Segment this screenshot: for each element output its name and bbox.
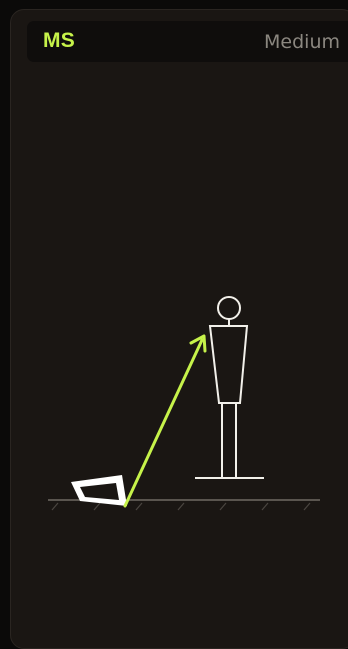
camera-icon: [71, 475, 127, 506]
shot-direction-arrow: [125, 336, 205, 506]
person-icon: [195, 297, 264, 478]
shot-diagram: [0, 0, 348, 621]
